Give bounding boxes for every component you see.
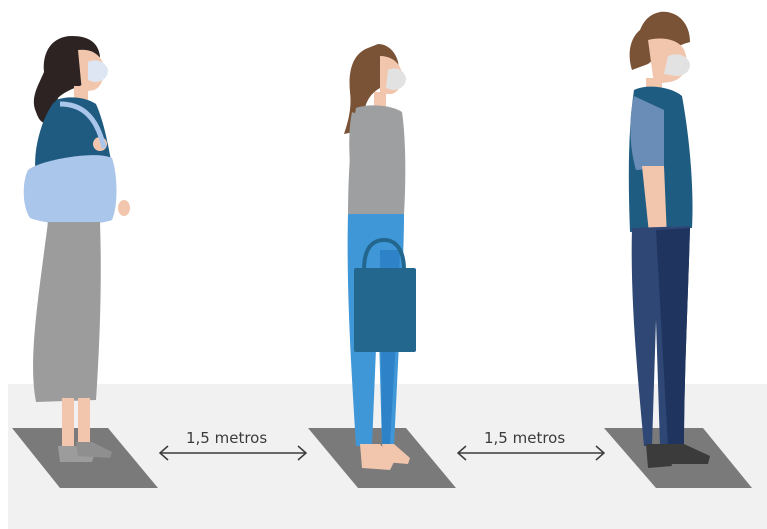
shoulder-bag [24,155,117,224]
face-mask [88,60,108,82]
distance-label: 1,5 metros [186,429,267,447]
face-mask [386,68,406,90]
distance-label: 1,5 metros [484,429,565,447]
tote-bag [354,268,416,352]
